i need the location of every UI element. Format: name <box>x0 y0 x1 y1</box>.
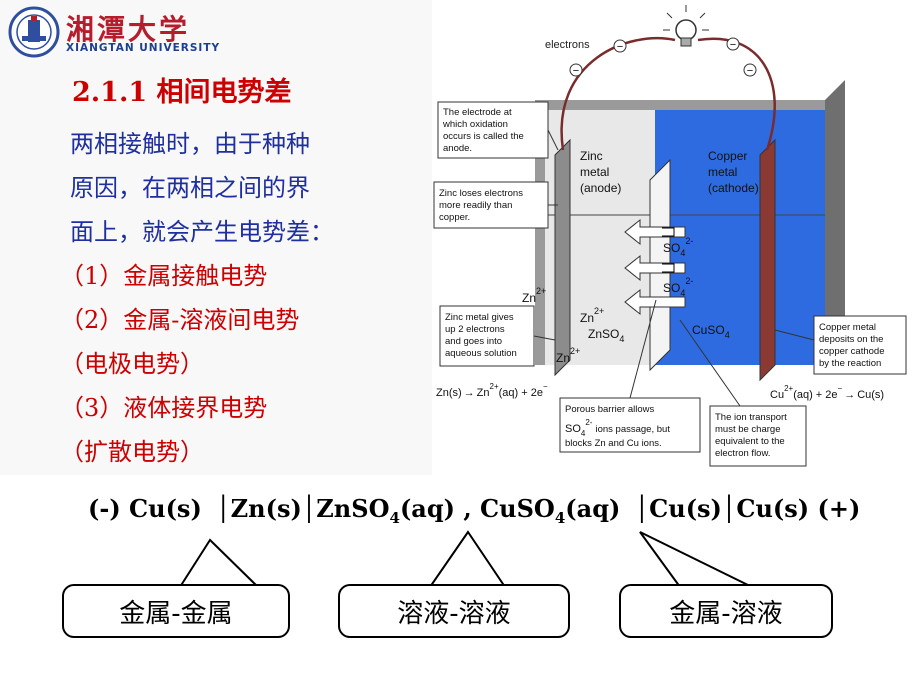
item-liquid-junction: （3）液体接界电势 <box>60 394 268 422</box>
svg-text:SO42-: SO42- <box>663 236 693 258</box>
electron-markers: − − − − <box>569 37 757 77</box>
svg-text:must be charge: must be charge <box>715 424 780 435</box>
item-diffusion-potential: （扩散电势） <box>60 438 204 466</box>
phase-boundary-3: │ <box>634 494 650 523</box>
svg-text:Copper metal: Copper metal <box>819 322 876 333</box>
anode-reaction: Zn(s)→Zn2+(aq) + 2e− <box>436 382 548 399</box>
svg-text:Zinc metal gives: Zinc metal gives <box>445 312 514 323</box>
cell-notation: (-) Cu(s) │Zn(s)│ZnSO4(aq) , CuSO4(aq) │… <box>88 494 878 527</box>
item-metal-contact: （1）金属接触电势 <box>60 262 268 290</box>
intro-line-1: 两相接触时，由于种种 <box>70 130 310 158</box>
svg-text:by the reaction: by the reaction <box>819 358 881 369</box>
wire-left <box>560 36 676 151</box>
university-logo: 湘潭大学 XIANGTAN UNIVERSITY <box>8 6 224 58</box>
svg-text:copper cathode: copper cathode <box>819 346 885 357</box>
intro-line-2: 原因，在两相之间的界 <box>70 174 310 202</box>
callout-solution-solution: 溶液-溶液 <box>338 584 570 638</box>
svg-text:more readily than: more readily than <box>439 200 512 211</box>
phase-boundary-1: │ <box>216 494 231 523</box>
svg-text:anode.: anode. <box>443 143 472 154</box>
left-panel <box>0 0 432 475</box>
equation-part-1: (-) Cu(s) <box>88 494 202 523</box>
svg-text:aqueous solution: aqueous solution <box>445 348 517 359</box>
svg-text:CuSO4: CuSO4 <box>692 323 730 340</box>
equation-part-4: (aq) , CuSO <box>399 494 555 523</box>
galvanic-cell-diagram: − − − − electrons Zinc metal (anode) Cop… <box>433 5 907 467</box>
logo-chinese-name: 湘潭大学 <box>66 13 191 46</box>
item-electrode-potential: （电极电势） <box>60 350 204 378</box>
callout-metal-solution: 金属-溶液 <box>619 584 833 638</box>
light-bulb-icon <box>663 5 709 47</box>
equation-part-5: (aq) <box>565 494 621 523</box>
svg-text:metal: metal <box>580 165 609 179</box>
svg-text:Zn2+: Zn2+ <box>580 306 604 325</box>
callout-metal-metal: 金属-金属 <box>62 584 290 638</box>
svg-text:and goes into: and goes into <box>445 336 502 347</box>
svg-text:ZnSO4: ZnSO4 <box>588 327 624 344</box>
svg-text:The electrode at: The electrode at <box>443 107 512 118</box>
svg-text:Zinc loses electrons: Zinc loses electrons <box>439 188 523 199</box>
svg-text:−: − <box>747 65 753 77</box>
university-seal-icon <box>8 6 60 58</box>
item-metal-solution: （2）金属-溶液间电势 <box>60 306 300 334</box>
svg-text:metal: metal <box>708 165 737 179</box>
svg-text:equivalent to the: equivalent to the <box>715 436 785 447</box>
electrons-label: electrons <box>545 39 590 51</box>
svg-text:occurs is called the: occurs is called the <box>443 131 524 142</box>
svg-text:Zn2+: Zn2+ <box>556 346 580 365</box>
cathode-solution <box>655 110 825 365</box>
svg-text:SO42-: SO42- <box>663 276 693 298</box>
copper-electrode <box>759 138 776 382</box>
intro-line-3: 面上，就会产生电势差： <box>70 218 334 246</box>
svg-text:−: − <box>573 65 579 77</box>
svg-text:−: − <box>617 41 623 53</box>
subscript-4: 4 <box>554 508 566 527</box>
svg-text:(cathode): (cathode) <box>708 181 759 195</box>
svg-text:Copper: Copper <box>708 149 747 163</box>
zinc-electrode <box>554 138 571 377</box>
svg-text:deposits on the: deposits on the <box>819 334 883 345</box>
svg-text:(anode): (anode) <box>580 181 621 195</box>
slide-title: 2.1.1 相间电势差 <box>72 77 292 108</box>
equation-part-6: Cu(s) <box>649 494 722 523</box>
svg-text:Porous barrier allows: Porous barrier allows <box>565 404 654 415</box>
equation-part-2: Zn(s) <box>230 494 302 523</box>
wire-right <box>697 37 776 151</box>
subscript-4: 4 <box>389 508 400 527</box>
phase-boundary-4: │ <box>721 494 737 523</box>
equation-part-7: Cu(s) (+) <box>736 494 861 523</box>
svg-text:SO42-ions passage, but: SO42-ions passage, but <box>565 418 670 438</box>
cathode-reaction: Cu2+(aq) + 2e−→Cu(s) <box>770 384 884 401</box>
svg-text:up 2 electrons: up 2 electrons <box>445 324 505 335</box>
svg-text:Zinc: Zinc <box>580 149 603 163</box>
svg-text:copper.: copper. <box>439 212 470 223</box>
svg-text:Zn2+: Zn2+ <box>522 286 546 305</box>
svg-text:electron flow.: electron flow. <box>715 448 770 459</box>
svg-text:blocks Zn and Cu ions.: blocks Zn and Cu ions. <box>565 438 662 449</box>
phase-boundary-2: │ <box>301 494 317 523</box>
svg-text:−: − <box>730 39 736 51</box>
logo-english-name: XIANGTAN UNIVERSITY <box>66 42 221 54</box>
svg-text:which oxidation: which oxidation <box>442 119 508 130</box>
ion-flow-arrows <box>624 218 686 316</box>
svg-text:The ion transport: The ion transport <box>715 412 787 423</box>
equation-part-3: ZnSO <box>316 494 390 523</box>
